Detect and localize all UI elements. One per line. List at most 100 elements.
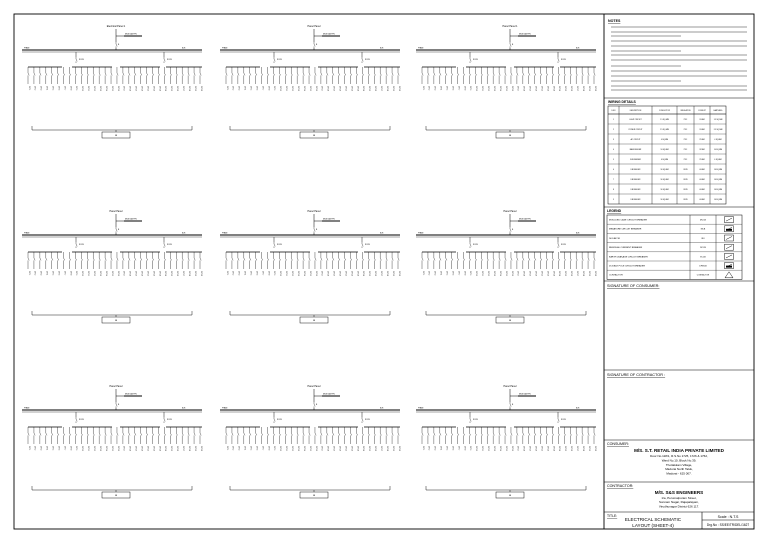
mcb-contact <box>51 72 54 76</box>
breaker-label: MCB 63A TPN <box>519 218 531 221</box>
rccb-label: RCCB <box>473 244 479 246</box>
mcb-contact <box>332 432 335 436</box>
wiring-table-cell: 16 SQ.MM <box>714 199 723 201</box>
circuit-label: CKT-29 <box>392 86 394 91</box>
mcb-contact <box>140 72 143 76</box>
drawing-number: Drg.No : SS/EE/TR/DEL/1627 <box>707 523 750 527</box>
mcb-contact <box>225 257 228 261</box>
circuit-label: CKT-20 <box>534 271 536 276</box>
mcb-contact <box>93 72 95 76</box>
mcb-contact <box>487 257 489 261</box>
mcb-contact <box>439 72 442 76</box>
mcb-contact <box>421 257 424 261</box>
mcb-contact <box>504 72 507 76</box>
circuit-label: CKT-24 <box>164 271 166 276</box>
mcb-contact <box>397 72 400 76</box>
mcb-contact <box>338 72 341 76</box>
mcb-contact <box>385 72 388 76</box>
mcb-contact <box>75 243 78 247</box>
mcb-contact <box>231 72 234 76</box>
circuit-label: CKT-19 <box>529 86 531 91</box>
legend-item-label: DOUBLE POLE CIRCUIT BREAKER <box>609 265 645 268</box>
circuit-label: CKT-14 <box>105 86 107 91</box>
wiring-table-cell: 2.5 SQ.MM <box>714 129 723 131</box>
mcb-contact <box>243 72 246 76</box>
wiring-table-column-header: EARTHING <box>714 109 723 112</box>
circuit-label: CKT-3 <box>434 271 436 275</box>
circuit-label: CKT-19 <box>333 271 335 276</box>
wiring-table-cell: POWER CIRCUIT <box>629 129 643 131</box>
wiring-table-cell: AC CIRCUIT <box>631 138 641 141</box>
bus-label: PHASE <box>222 47 227 50</box>
mcb-contact <box>176 257 178 261</box>
mcb-contact <box>164 257 166 261</box>
circuit-label: CKT-13 <box>99 446 101 451</box>
distribution-box-label: DB <box>313 320 316 322</box>
circuit-label: CKT-13 <box>99 271 101 276</box>
mcb-contact <box>128 72 131 76</box>
consumer-name: M/S. S.T. RETAIL INDIA PRIVATE LIMITED <box>634 448 725 453</box>
mcb-contact <box>338 432 341 436</box>
mcb-contact <box>368 432 370 436</box>
rccb-label: RCCB <box>561 59 567 61</box>
circuit-label: CKT-16 <box>315 446 317 451</box>
mcb-contact <box>45 432 48 436</box>
circuit-label: CKT-15 <box>111 86 113 91</box>
mcb-contact <box>528 432 531 436</box>
mcb-contact <box>193 72 196 76</box>
mcb-contact <box>498 257 501 261</box>
mcb-contact <box>255 432 258 436</box>
wiring-table-frame <box>607 105 727 205</box>
circuit-label: CKT-18 <box>129 86 131 91</box>
circuit-label: CKT-29 <box>392 271 394 276</box>
notes-heading: NOTES <box>608 19 621 23</box>
breaker-label: MCB 63A TPN <box>323 393 335 396</box>
breaker-symbol-icon <box>725 217 733 222</box>
circuit-label: CKT-17 <box>123 446 125 451</box>
circuit-label: CKT-20 <box>338 86 340 91</box>
wiring-table-cell: 8 <box>613 189 614 191</box>
circuit-label: CKT-29 <box>588 86 590 91</box>
circuit-label: CKT-12 <box>93 446 95 451</box>
mcb-contact <box>361 243 364 247</box>
bus-label: PHASE <box>24 232 29 235</box>
mcb-contact <box>182 72 184 76</box>
mcb-contact <box>445 432 448 436</box>
consumer-address-line: Madurai North Taluk, <box>665 467 693 471</box>
mcb-contact <box>164 432 166 436</box>
circuit-label: CKT-8 <box>267 446 269 450</box>
mcb-contact <box>445 257 448 261</box>
mcb-contact <box>39 432 42 436</box>
circuit-label: CKT-27 <box>576 86 578 91</box>
breaker-symbol-icon <box>724 234 734 242</box>
circuit-label: CKT-14 <box>499 271 501 276</box>
mcb-contact <box>170 72 172 76</box>
circuit-label: CKT-10 <box>279 271 281 276</box>
breaker-symbol-icon <box>725 245 733 249</box>
wiring-table-column-header: CONDUCTOR <box>659 110 671 112</box>
panel-title: Panel Panel <box>308 210 321 213</box>
mcb-contact <box>75 418 78 422</box>
circuit-label: CKT-4 <box>440 271 442 275</box>
mcb-contact <box>558 257 560 261</box>
circuit-label: CKT-23 <box>158 86 160 91</box>
circuit-label: CKT-26 <box>176 446 178 451</box>
legend-item-code: ISO <box>701 238 705 240</box>
circuit-label: CKT-9 <box>273 271 275 275</box>
mcb-contact <box>302 432 305 436</box>
mcb-contact <box>187 72 190 76</box>
rccb-label: RCCB <box>79 244 85 246</box>
wiring-table-cell: XLPE <box>683 179 688 181</box>
mcb-contact <box>163 58 166 62</box>
circuit-label: CKT-8 <box>69 446 71 450</box>
sheet-border <box>13 13 755 530</box>
mcb-contact <box>320 432 323 436</box>
circuit-label: CKT-24 <box>558 446 560 451</box>
circuit-label: CKT-5 <box>250 271 252 275</box>
mcb-contact <box>63 72 65 76</box>
circuit-label: CKT-12 <box>291 271 293 276</box>
circuit-label: CKT-21 <box>146 271 148 276</box>
mcb-contact <box>231 257 234 261</box>
mcb-contact <box>326 72 329 76</box>
